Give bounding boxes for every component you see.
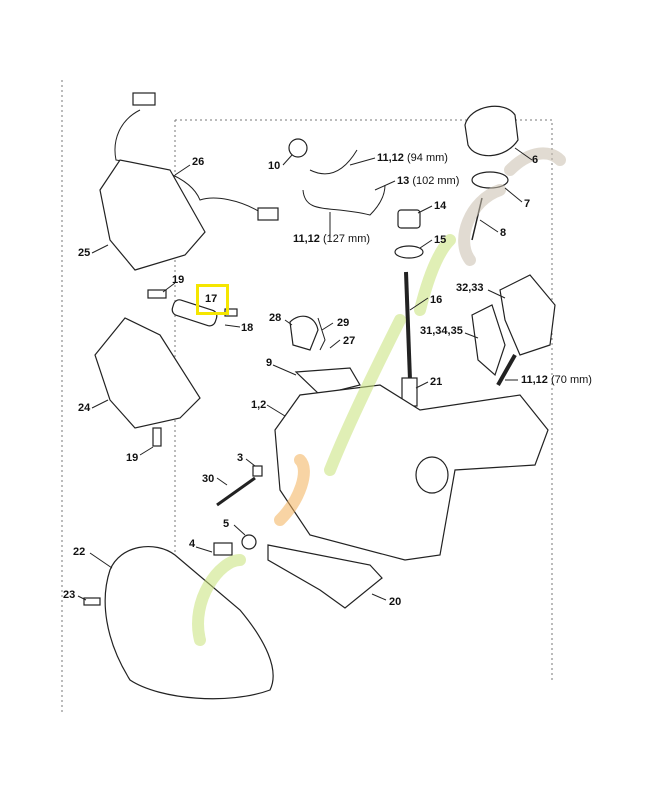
label-18[interactable]: 18 (241, 322, 254, 334)
part-22-cover (104, 546, 274, 700)
part-1-2-housing (274, 384, 549, 561)
label-8[interactable]: 8 (500, 227, 507, 239)
part-6-cap (464, 105, 519, 157)
part-31-34-35-gasket (471, 304, 506, 377)
label-1-2[interactable]: 1,2 (251, 399, 267, 411)
part-30-bolt (216, 476, 256, 507)
label-13-102mm[interactable]: 13 (102 mm) (397, 175, 460, 187)
watermark (192, 147, 566, 646)
label-11-12-127mm[interactable]: 11,12 (127 mm) (293, 233, 371, 245)
label-28[interactable]: 28 (269, 312, 282, 324)
label-17[interactable]: 17 (205, 293, 218, 305)
label-11-12-70mm[interactable]: 11,12 (70 mm) (521, 374, 592, 386)
part-5-washer (241, 534, 257, 550)
label-19-bottom[interactable]: 19 (126, 452, 139, 464)
label-20[interactable]: 20 (389, 596, 402, 608)
label-21[interactable]: 21 (430, 376, 443, 388)
part-29-spring (317, 317, 326, 351)
label-9[interactable]: 9 (266, 357, 273, 369)
highlight-box-part-17 (196, 284, 229, 315)
part-14-pump (397, 209, 421, 229)
part-11-12-hose-127 (302, 184, 386, 216)
label-16[interactable]: 16 (430, 294, 443, 306)
label-5[interactable]: 5 (223, 518, 230, 530)
part-32-33-carburettor (499, 274, 556, 356)
label-3[interactable]: 3 (237, 452, 244, 464)
part-10-valve (288, 138, 308, 158)
label-31-34-35[interactable]: 31,34,35 (420, 325, 463, 337)
label-19-top[interactable]: 19 (172, 274, 185, 286)
dashed-frame (175, 119, 553, 680)
label-4[interactable]: 4 (189, 538, 196, 550)
part-4-valve (213, 542, 233, 556)
part-20-bracket (267, 544, 383, 609)
part-11-12-hose-70 (496, 354, 517, 386)
part-19-screw (147, 289, 167, 299)
part-9-plate (294, 367, 361, 396)
part-23-screw (83, 597, 101, 606)
part-28-lever (289, 315, 319, 351)
part-3-nut (252, 465, 263, 477)
label-7[interactable]: 7 (524, 198, 531, 210)
label-15[interactable]: 15 (434, 234, 447, 246)
label-24[interactable]: 24 (78, 402, 91, 414)
leader-lines (77, 147, 533, 601)
label-30[interactable]: 30 (202, 473, 215, 485)
part-15-grommet (394, 245, 424, 259)
part-25-shroud (99, 159, 206, 271)
label-26[interactable]: 26 (192, 156, 205, 168)
label-27[interactable]: 27 (343, 335, 356, 347)
part-24-shroud (94, 317, 201, 429)
label-32-33[interactable]: 32,33 (456, 282, 484, 294)
label-25[interactable]: 25 (78, 247, 91, 259)
part-19-screw (152, 427, 162, 447)
label-10[interactable]: 10 (268, 160, 281, 172)
part-11-12-hose-94 (309, 149, 358, 175)
part-26-cable (114, 92, 279, 221)
tank-opening (415, 456, 449, 494)
label-23[interactable]: 23 (63, 589, 76, 601)
part-16-fuel-line (404, 271, 412, 381)
label-14[interactable]: 14 (434, 200, 447, 212)
label-22[interactable]: 22 (73, 546, 86, 558)
label-11-12-94mm[interactable]: 11,12 (94 mm) (377, 152, 448, 164)
label-6[interactable]: 6 (532, 154, 539, 166)
label-29[interactable]: 29 (337, 317, 350, 329)
